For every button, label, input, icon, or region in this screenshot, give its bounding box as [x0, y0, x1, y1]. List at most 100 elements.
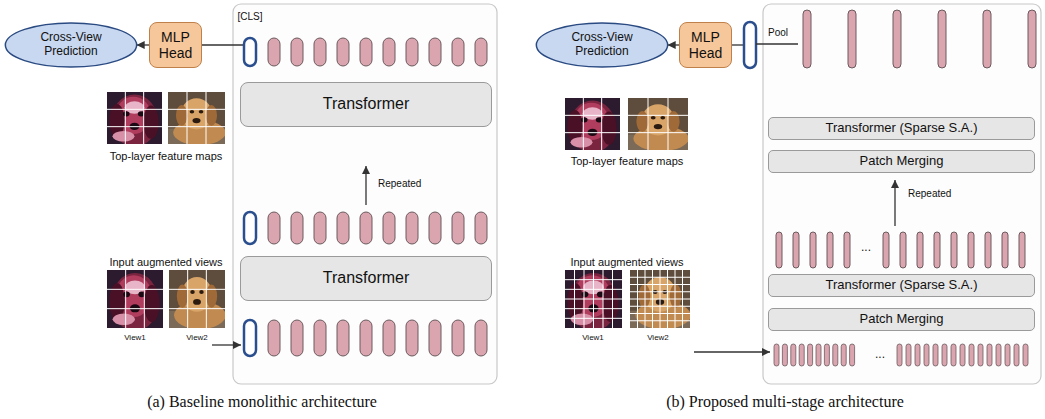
stage-token [1028, 10, 1036, 68]
patch-grid-line [143, 92, 144, 144]
annotation-label: Input augmented views [109, 256, 222, 269]
patch-token [337, 212, 349, 244]
patch-token [383, 212, 395, 244]
annotation-label: Repeated [378, 178, 421, 190]
dog-photo [169, 270, 225, 328]
patch-grid-line [682, 270, 683, 328]
patch-grid-line [107, 289, 163, 290]
annotation-label: Pool [768, 27, 788, 39]
patch-token [799, 344, 804, 366]
patch-grid-line [630, 320, 690, 321]
photo-detail [176, 105, 187, 126]
patch-grid-line [168, 109, 225, 110]
photo-detail [144, 285, 160, 322]
patch-token [942, 344, 947, 366]
patch-token [360, 38, 372, 66]
layer-box: Transformer [240, 82, 492, 127]
node-text: Transformer (Sparse S.A.) [826, 121, 978, 136]
patch-token [1023, 344, 1028, 366]
patch-token [429, 212, 441, 244]
stage-token [934, 232, 940, 268]
patch-grid-line [169, 289, 225, 290]
annotation-label: Top-layer feature maps [571, 155, 684, 168]
annotation-label: [CLS] [237, 11, 262, 23]
patch-token [987, 344, 992, 366]
photo-detail [143, 106, 158, 139]
patch-grid-line [648, 98, 649, 150]
patch-token [475, 38, 487, 66]
patch-grid-line [206, 270, 207, 328]
patch-token [969, 344, 974, 366]
patch-grid-line [565, 299, 622, 300]
photo-background [107, 270, 163, 328]
patch-token [291, 320, 303, 356]
patch-grid-line [107, 308, 163, 309]
patch-token [1005, 344, 1010, 366]
photo-detail [638, 285, 650, 308]
patch-token [897, 344, 902, 366]
patch-token [268, 38, 280, 66]
patch-grid-line [565, 308, 622, 309]
patch-grid-line [565, 132, 620, 133]
node-text: Patch Merging [860, 154, 944, 169]
ellipse-shape [5, 23, 136, 67]
patch-grid-line [603, 270, 604, 328]
patch-token [314, 320, 326, 356]
patch-token [291, 212, 303, 244]
photo-detail [113, 131, 135, 141]
patch-grid-line [668, 98, 669, 150]
patch-grid-line [675, 270, 676, 328]
patch-token [791, 344, 796, 366]
patch-grid-line [628, 115, 688, 116]
stage-token [1019, 232, 1025, 268]
input-arrow [212, 344, 241, 345]
photo-background [565, 270, 622, 328]
dog-photo-tinted [107, 270, 163, 328]
stage-token [883, 232, 889, 268]
patch-grid-line [125, 92, 126, 144]
patch-token [337, 38, 349, 66]
layer-box: Transformer (Sparse S.A.) [768, 117, 1035, 140]
patch-grid-line [107, 109, 162, 110]
patch-token [960, 344, 965, 366]
cls-token [244, 320, 256, 356]
patch-grid-line [628, 132, 688, 133]
stage-token [810, 232, 816, 268]
node-text: Cross-View Prediction [562, 31, 642, 59]
input-arrow [694, 351, 770, 352]
patch-grid-line [630, 306, 690, 307]
annotation-label: Repeated [908, 188, 951, 200]
photo-detail [206, 285, 217, 308]
patch-token [833, 344, 838, 366]
patch-token [429, 320, 441, 356]
patch-grid-line [169, 308, 225, 309]
photo-detail [123, 291, 130, 297]
photo-background [107, 92, 162, 144]
patch-grid-line [612, 270, 613, 328]
dog-photo [630, 270, 690, 328]
pooled-token [744, 22, 756, 68]
photo-detail [113, 314, 135, 326]
repeat-arrow [365, 166, 366, 205]
stage-token [827, 232, 833, 268]
patch-grid-line [630, 313, 690, 314]
repeat-arrow [894, 180, 895, 226]
stage-token [803, 10, 811, 68]
photo-detail [651, 116, 656, 120]
patch-token [475, 320, 487, 356]
patch-grid-line [107, 126, 162, 127]
model-panel [233, 4, 497, 384]
connector-arrow [668, 44, 679, 45]
dog-photo-tinted [565, 98, 620, 150]
patch-token [268, 320, 280, 356]
patch-grid-line [565, 318, 622, 319]
photo-detail [193, 299, 201, 305]
stage-token [968, 232, 974, 268]
patch-token [933, 344, 938, 366]
dog-photo [168, 92, 225, 144]
head-box: MLP Head [149, 22, 202, 68]
patch-token [452, 212, 464, 244]
patch-token [337, 320, 349, 356]
